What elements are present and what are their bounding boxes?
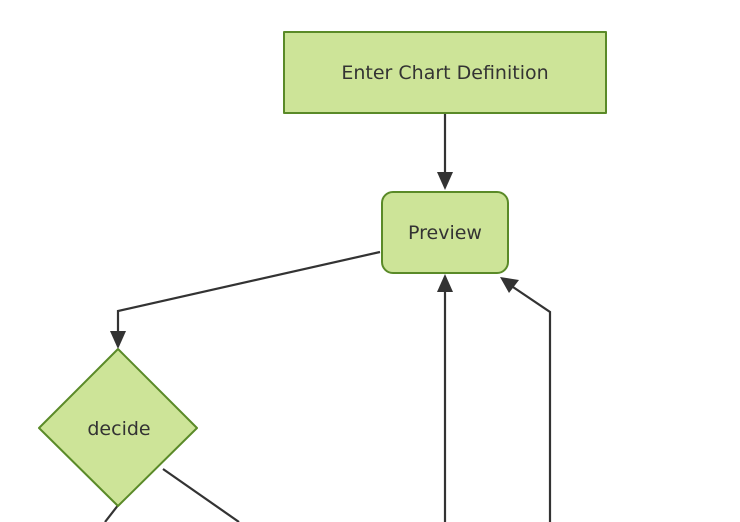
edge-preview-to-decide	[110, 250, 381, 349]
edge-bottom-right-to-preview	[500, 277, 552, 522]
arrow-head-up-into-preview-center	[437, 274, 453, 292]
edge-preview-to-decide-line	[116, 250, 381, 338]
edge-layer	[104, 114, 552, 522]
edge-bottom-center-to-preview	[437, 274, 453, 522]
arrow-head-up-into-preview-right	[500, 277, 519, 293]
node-enter-chart-definition-label: Enter Chart Definition	[341, 62, 548, 84]
node-preview[interactable]: Preview	[381, 191, 509, 274]
node-preview-label: Preview	[408, 222, 482, 244]
edge-enter-to-preview	[437, 114, 453, 190]
edge-decide-to-offscreen-right	[162, 468, 240, 522]
node-decide-label: decide	[87, 418, 150, 440]
edge-decide-to-offscreen-left	[104, 503, 120, 522]
node-layer: Enter Chart Definition Preview decide	[38, 31, 607, 507]
edge-bottom-right-to-preview-line	[509, 284, 552, 522]
edge-decide-to-offscreen-right-line	[162, 468, 240, 522]
node-preview-shape[interactable]	[381, 191, 509, 274]
arrow-head-down-into-decide	[110, 331, 126, 349]
node-enter-chart-definition-shape[interactable]	[283, 31, 607, 114]
node-decide-shape[interactable]	[38, 348, 198, 507]
arrow-head-down-into-preview	[437, 172, 453, 190]
node-enter-chart-definition[interactable]: Enter Chart Definition	[283, 31, 607, 114]
node-decide[interactable]: decide	[38, 348, 198, 507]
edge-decide-to-offscreen-left-line	[104, 503, 120, 522]
